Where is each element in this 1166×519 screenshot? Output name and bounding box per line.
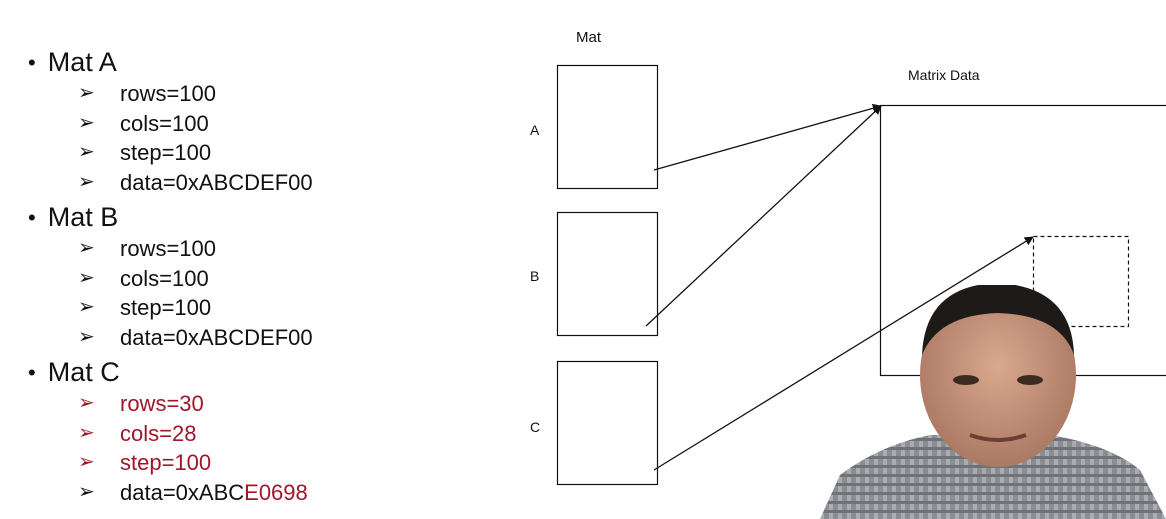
mat-c-data: data=0xABC — [120, 479, 245, 505]
mat-b-title: Mat B — [47, 202, 119, 232]
arrowhead-icon: ➢ — [78, 392, 95, 414]
mat-c-title: Mat C — [47, 357, 120, 387]
arrowhead-icon: ➢ — [78, 296, 95, 318]
arrowhead-icon: ➢ — [78, 266, 95, 289]
mat-c-heading: • Mat C — [28, 356, 488, 389]
box-label-a: A — [530, 122, 540, 138]
list-item: ➢ step=100 — [78, 448, 488, 478]
arrowhead-icon: ➢ — [78, 480, 95, 503]
mat-a-step: step=100 — [120, 140, 212, 165]
matrix-data-label: Matrix Data — [908, 67, 980, 83]
mat-b-properties: ➢ rows=100 ➢ cols=100 ➢ step=100 ➢ data=0xAB… — [28, 234, 488, 352]
arrowhead-icon: ➢ — [78, 141, 95, 163]
mat-b-heading: • Mat B — [28, 201, 488, 234]
mat-a-title: Mat A — [47, 47, 117, 77]
bullet-dot-icon: • — [28, 50, 36, 75]
pointer-arrow-c — [653, 236, 1034, 471]
box-label-b: B — [530, 268, 539, 284]
mat-c-data-suffix: E0698 — [244, 479, 308, 505]
mat-c-step: step=100 — [120, 450, 212, 475]
pointer-arrow-a — [653, 103, 882, 171]
arrowhead-icon: ➢ — [78, 82, 95, 104]
list-item: ➢ cols=28 — [78, 419, 488, 449]
list-item: ➢ data=0xABCDEF00 — [78, 323, 488, 353]
mat-b-data: data=0xABCDEF00 — [120, 324, 313, 350]
arrowhead-icon: ➢ — [78, 421, 95, 444]
mat-c-box — [556, 360, 659, 486]
arrowhead-icon: ➢ — [78, 325, 95, 348]
bullet-list: • Mat A ➢ rows=100 ➢ cols=100 ➢ step=100 ➢ d… — [28, 46, 488, 511]
mat-a-group: • Mat A ➢ rows=100 ➢ cols=100 ➢ step=100 ➢ d… — [28, 46, 488, 197]
mat-b-box — [556, 211, 659, 337]
mat-c-rows: rows=30 — [120, 391, 204, 416]
presenter-video — [820, 285, 1166, 519]
mat-column-label: Mat — [576, 29, 602, 46]
mat-a-rows: rows=100 — [120, 81, 217, 106]
arrowhead-icon: ➢ — [78, 170, 95, 193]
mat-b-cols: cols=100 — [120, 265, 209, 291]
arrowhead-icon: ➢ — [78, 237, 95, 259]
bullet-dot-icon: • — [28, 360, 36, 385]
arrowhead-icon: ➢ — [78, 451, 95, 473]
list-item: ➢ cols=100 — [78, 109, 488, 139]
mat-c-cols: cols=28 — [120, 420, 197, 446]
bullet-dot-icon: • — [28, 205, 36, 230]
roi-dashed-box — [1032, 235, 1130, 328]
list-item: ➢ cols=100 — [78, 264, 488, 294]
list-item: ➢ rows=100 — [78, 79, 488, 109]
mat-a-heading: • Mat A — [28, 46, 488, 79]
box-label-c: C — [530, 419, 540, 435]
list-item: ➢ data=0xABCDEF00 — [78, 168, 488, 198]
list-item: ➢ rows=100 — [78, 234, 488, 264]
list-item: ➢ step=100 — [78, 293, 488, 323]
pointer-arrow-b — [645, 105, 882, 327]
arrowhead-icon: ➢ — [78, 111, 95, 134]
mat-a-box — [556, 64, 659, 190]
mat-b-group: • Mat B ➢ rows=100 ➢ cols=100 ➢ step=100 ➢ d… — [28, 201, 488, 352]
mat-b-step: step=100 — [120, 295, 212, 320]
mat-a-cols: cols=100 — [120, 110, 209, 136]
list-item: ➢ rows=30 — [78, 389, 488, 419]
mat-a-properties: ➢ rows=100 ➢ cols=100 ➢ step=100 ➢ data=0xAB… — [28, 79, 488, 197]
mat-c-group: • Mat C ➢ rows=30 ➢ cols=28 ➢ step=100 ➢ dat… — [28, 356, 488, 507]
list-item: ➢ step=100 — [78, 138, 488, 168]
mat-b-rows: rows=100 — [120, 236, 217, 261]
mat-a-data: data=0xABCDEF00 — [120, 169, 313, 195]
